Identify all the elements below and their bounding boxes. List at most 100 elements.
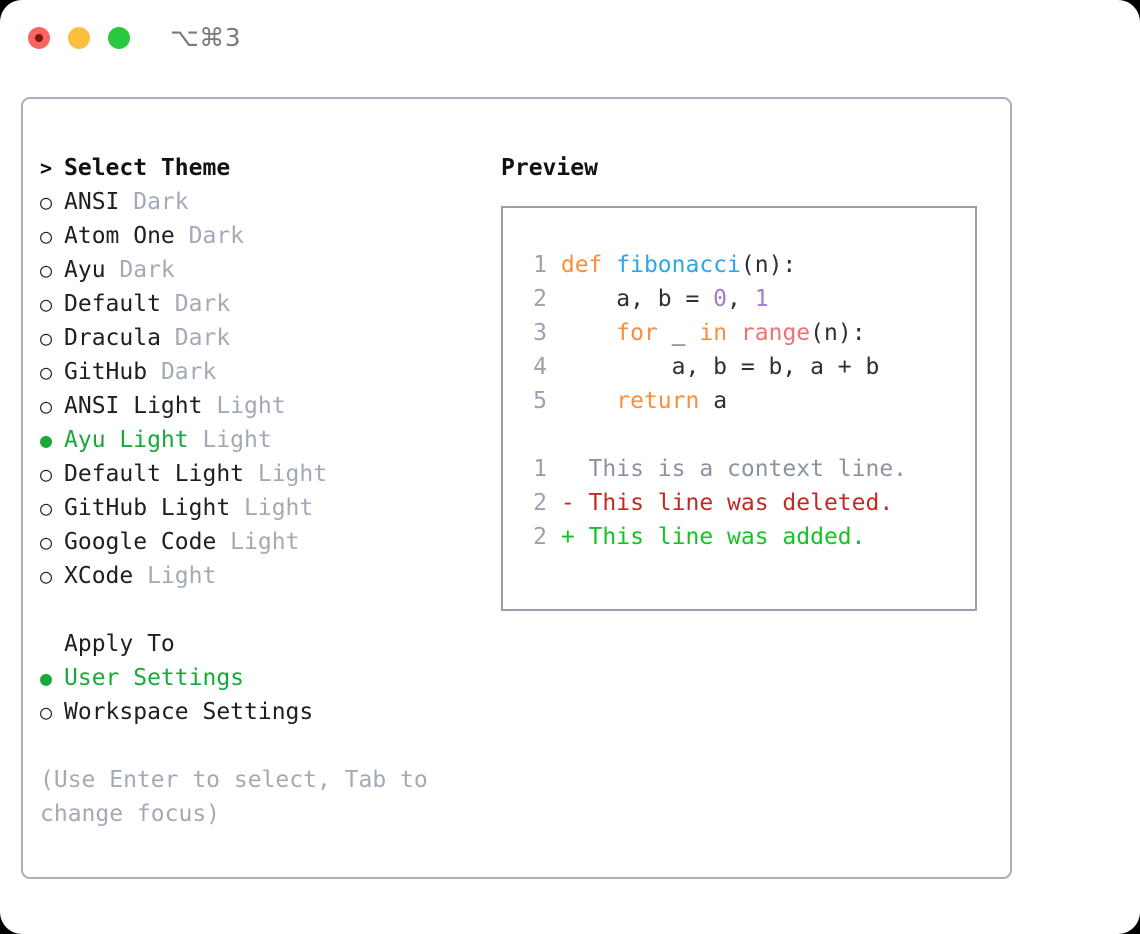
- code-line-number: 2: [533, 286, 547, 312]
- theme-item-xcode[interactable]: ○ XCode Light: [40, 559, 480, 593]
- preview-heading: Preview: [501, 155, 598, 181]
- theme-item-google-code[interactable]: ○Google Code Light: [40, 525, 480, 559]
- close-button[interactable]: [28, 27, 50, 49]
- radio-unselected-icon: ○: [40, 258, 53, 282]
- code-blank-line: [519, 418, 907, 452]
- theme-item-label: XCode: [64, 563, 134, 589]
- radio-selected-icon: ●: [40, 428, 53, 452]
- preview-column: Preview 1 def fibonacci(n): 2 a, b = 0, 1…: [501, 151, 1001, 611]
- code-token-call: range: [740, 320, 811, 346]
- code-token-txt: [547, 320, 616, 346]
- theme-item-label: ANSI Light: [64, 393, 203, 419]
- theme-item-default[interactable]: ○Default Dark: [40, 287, 480, 321]
- code-preview: 1 def fibonacci(n): 2 a, b = 0, 1 3 for _ …: [519, 248, 907, 554]
- code-token-kw: in: [699, 320, 728, 346]
- theme-item-label: Google Code: [64, 529, 217, 555]
- theme-item-variant: Dark: [160, 325, 231, 351]
- theme-item-label: Atom One: [64, 223, 175, 249]
- theme-item-variant: Dark: [105, 257, 175, 283]
- code-line-number: 4: [533, 354, 547, 380]
- code-token-txt: [547, 252, 561, 278]
- theme-item-label: Default Light: [64, 461, 245, 487]
- code-token-txt: a, b = b, a + b: [547, 354, 880, 380]
- spacer: [40, 593, 480, 627]
- diff-line-context: 1 This is a context line.: [519, 452, 907, 486]
- keyboard-hint-text: (Use Enter to select, Tab to change focu…: [40, 767, 428, 827]
- theme-item-ansi-light[interactable]: ○ ANSI Light Light: [40, 389, 480, 423]
- code-token-num: 1: [754, 286, 769, 312]
- diff-line-number: 2: [533, 524, 547, 550]
- apply-to-item-label: Workspace Settings: [64, 699, 314, 725]
- radio-unselected-icon: ○: [40, 224, 53, 248]
- theme-item-variant: Dark: [160, 291, 231, 317]
- code-token-txt: (n):: [740, 252, 797, 278]
- radio-selected-icon: ●: [40, 666, 53, 690]
- title-bar: ⌥⌘3: [0, 0, 1140, 78]
- apply-to-item-label: User Settings: [64, 665, 245, 691]
- radio-unselected-icon: ○: [40, 530, 53, 554]
- radio-unselected-icon: ○: [40, 700, 53, 724]
- code-token-kw: def: [560, 252, 603, 278]
- diff-line-number: 2: [533, 490, 547, 516]
- code-token-txt: [602, 252, 616, 278]
- theme-item-github[interactable]: ○ GitHub Dark: [40, 355, 480, 389]
- code-token-kw: for: [616, 320, 658, 346]
- apply-to-heading-label: Apply To: [64, 631, 175, 657]
- apply-to-item-workspace-settings[interactable]: ○ Workspace Settings: [40, 695, 480, 729]
- apply-to-list: ● User Settings ○ Workspace Settings: [40, 661, 480, 729]
- theme-item-variant: Dark: [147, 359, 217, 385]
- code-line: 1 def fibonacci(n):: [519, 248, 907, 282]
- select-theme-heading: > Select Theme: [40, 151, 480, 185]
- code-token-txt: [727, 320, 741, 346]
- code-token-txt: a, b =: [547, 286, 714, 312]
- select-theme-heading-label: Select Theme: [64, 155, 231, 181]
- theme-item-ayu[interactable]: ○Ayu Dark: [40, 253, 480, 287]
- radio-unselected-icon: ○: [40, 564, 53, 588]
- theme-item-atom-one[interactable]: ○ Atom One Dark: [40, 219, 480, 253]
- theme-item-github-light[interactable]: ○GitHub Light Light: [40, 491, 480, 525]
- theme-item-variant: Light: [133, 563, 217, 589]
- theme-item-label: ANSI: [64, 189, 120, 215]
- theme-selection-column: >Select Theme ○ANSI Dark○Atom One Dark○A…: [40, 151, 480, 831]
- theme-list: ○ANSI Dark○Atom One Dark○Ayu Dark○Defaul…: [40, 185, 480, 593]
- code-token-txt: _: [657, 320, 700, 346]
- radio-unselected-icon: ○: [40, 496, 53, 520]
- code-token-num: 0: [713, 286, 728, 312]
- apply-to-marker-placeholder: ○: [40, 627, 64, 661]
- theme-item-label: Ayu Light: [64, 427, 189, 453]
- theme-item-label: GitHub: [64, 359, 148, 385]
- diff-line-deleted: 2 - This line was deleted.: [519, 486, 907, 520]
- code-line-number: 1: [533, 252, 547, 278]
- code-line: 3 for _ in range(n):: [519, 316, 907, 350]
- preview-box: 1 def fibonacci(n): 2 a, b = 0, 1 3 for _ …: [501, 206, 977, 611]
- radio-unselected-icon: ○: [40, 326, 53, 350]
- theme-item-variant: Light: [202, 393, 286, 419]
- theme-item-ansi[interactable]: ○ANSI Dark: [40, 185, 480, 219]
- minimize-button[interactable]: [68, 27, 90, 49]
- theme-item-variant: Dark: [174, 223, 245, 249]
- radio-unselected-icon: ○: [40, 462, 53, 486]
- theme-item-variant: Dark: [119, 189, 189, 215]
- apply-to-item-user-settings[interactable]: ● User Settings: [40, 661, 480, 695]
- radio-unselected-icon: ○: [40, 360, 53, 384]
- theme-item-ayu-light[interactable]: ● Ayu Light Light: [40, 423, 480, 457]
- theme-item-dracula[interactable]: ○Dracula Dark: [40, 321, 480, 355]
- code-token-txt: [547, 388, 616, 414]
- apply-to-heading: ○Apply To: [40, 627, 480, 661]
- code-token-kw: return: [616, 388, 700, 414]
- code-line: 4 a, b = b, a + b: [519, 350, 907, 384]
- code-line-number: 5: [533, 388, 547, 414]
- zoom-button[interactable]: [108, 27, 130, 49]
- code-token-fn: fibonacci: [616, 252, 741, 278]
- theme-item-default-light[interactable]: ○ Default Light Light: [40, 457, 480, 491]
- prompt-caret-icon: >: [40, 156, 53, 180]
- code-token-txt: ,: [727, 286, 755, 312]
- theme-item-variant: Light: [244, 461, 328, 487]
- code-line: 5 return a: [519, 384, 907, 418]
- radio-unselected-icon: ○: [40, 394, 53, 418]
- diff-line-number: 1: [533, 456, 547, 482]
- theme-item-variant: Light: [188, 427, 272, 453]
- keyboard-shortcut-label: ⌥⌘3: [170, 23, 242, 52]
- code-token-txt: a: [699, 388, 728, 414]
